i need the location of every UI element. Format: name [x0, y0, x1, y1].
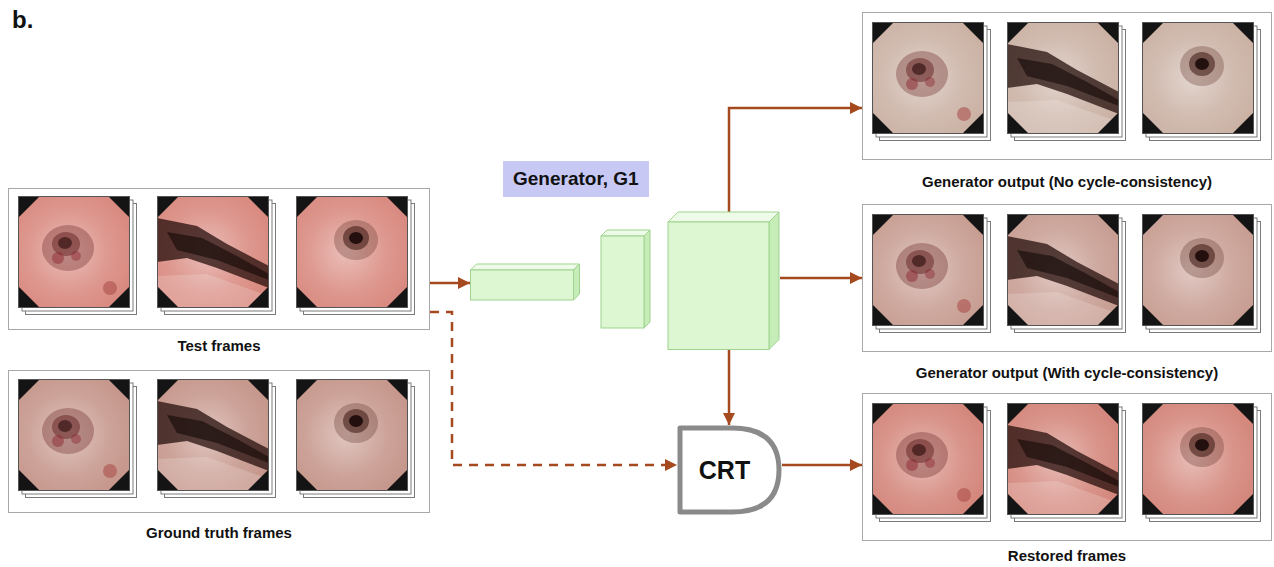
generator-block: Generator, G1 [470, 212, 780, 350]
flow-arrow [728, 350, 731, 425]
crt-gate: CRT [677, 425, 782, 515]
bottleneck-layer-side [644, 230, 650, 328]
crt-label: CRT [677, 456, 772, 485]
panel-caption: Generator output (With cycle-consistency… [916, 364, 1218, 381]
bottleneck-layer-front [601, 236, 644, 328]
test-frame-stacks [18, 196, 415, 315]
image-panel: Ground truth frames [8, 370, 430, 513]
panel-caption: Ground truth frames [146, 524, 292, 541]
image-panel: Generator output (No cycle-consistency) [862, 12, 1272, 160]
decoder-layer-side [769, 212, 779, 350]
encoder-layer-front [471, 270, 574, 300]
image-panel: Restored frames [862, 393, 1272, 541]
panel-caption: Generator output (No cycle-consistency) [922, 173, 1212, 190]
with-cycle-frame-stacks [872, 214, 1261, 333]
panel-caption: Test frames [177, 337, 260, 354]
encoder-layer-top [471, 264, 580, 270]
bottleneck-layer-top [601, 230, 650, 236]
decoder-layer-top [668, 212, 779, 222]
generator-layers [470, 212, 780, 350]
generator-label: Generator, G1 [503, 161, 649, 197]
ground-truth-frame-stacks [18, 379, 415, 498]
flow-arrow [729, 108, 862, 212]
image-panel: Generator output (With cycle-consistency… [862, 204, 1272, 352]
decoder-layer-front [668, 222, 769, 350]
flow-arrow [780, 277, 862, 280]
panel-letter: b. [12, 6, 33, 34]
restored-frame-stacks [872, 403, 1261, 522]
no-cycle-frame-stacks [872, 22, 1261, 141]
dashed-arrow [430, 312, 677, 465]
image-panel: Test frames [8, 188, 430, 330]
panel-caption: Restored frames [1008, 547, 1126, 564]
flow-arrow [782, 464, 862, 467]
encoder-layer-side [574, 264, 580, 300]
flow-arrow [430, 282, 470, 285]
